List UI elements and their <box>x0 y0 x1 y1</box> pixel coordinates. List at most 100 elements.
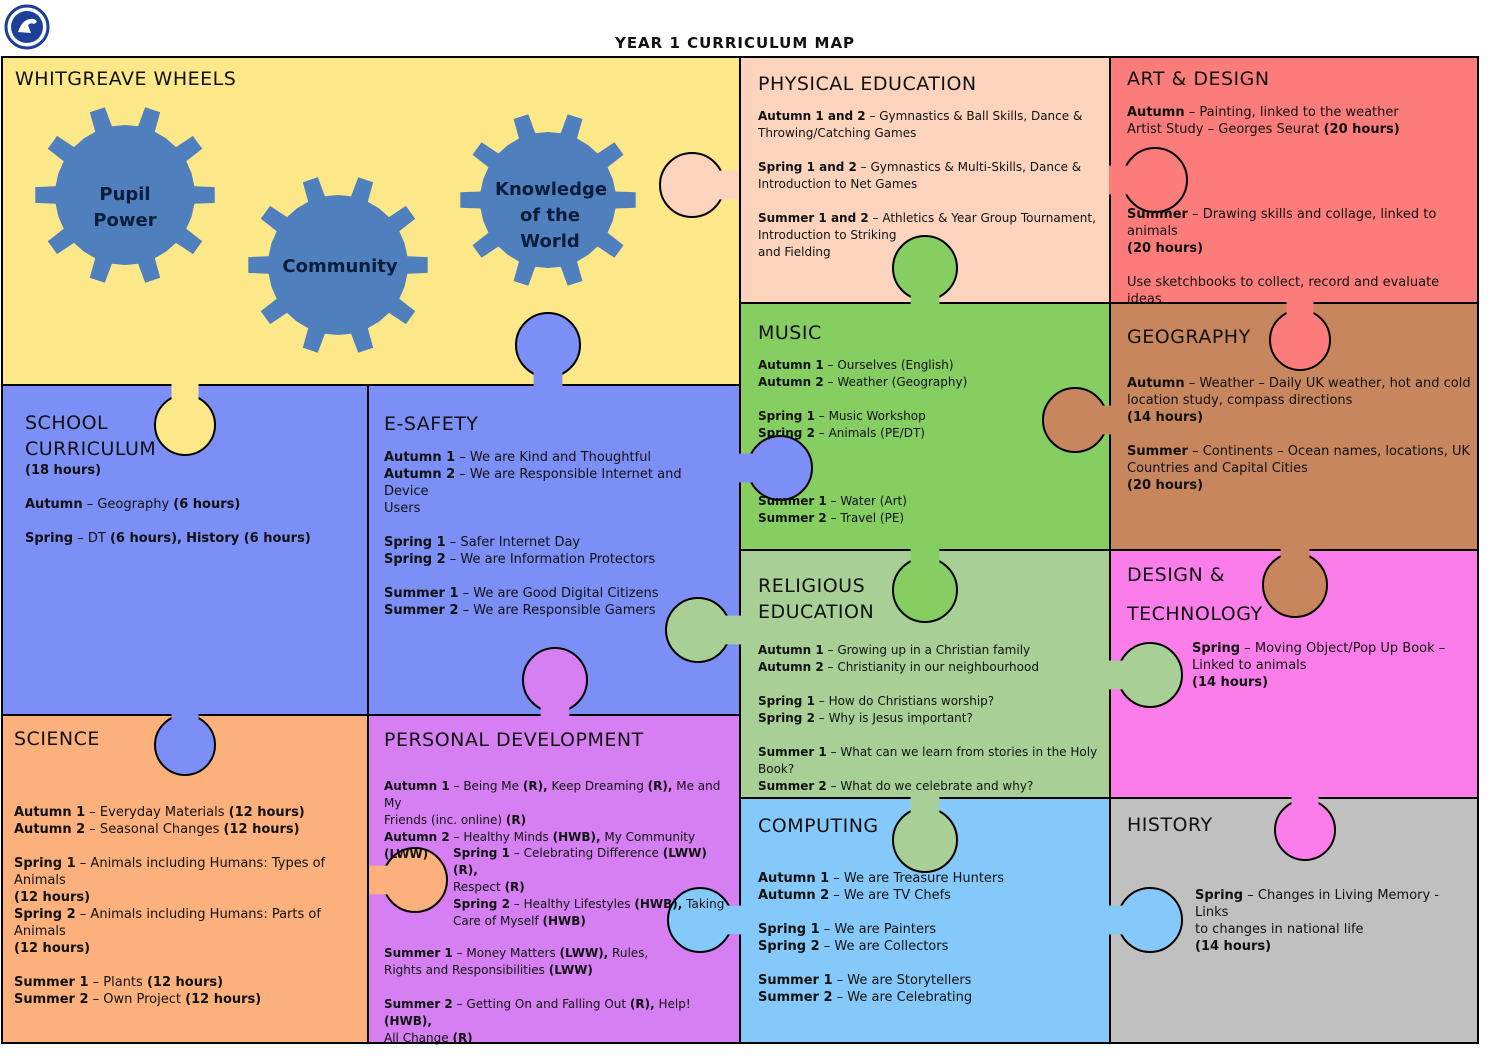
text-line: Summer 2 – We are Responsible Gamers <box>384 602 729 619</box>
puzzle-knob-neck <box>698 615 744 645</box>
bold-term: Summer <box>1127 207 1188 222</box>
text-line: (12 hours) <box>14 940 364 957</box>
page-title: YEAR 1 CURRICULUM MAP <box>614 34 856 52</box>
bold-term: (12 hours) <box>14 890 91 905</box>
bold-term: Spring 1 and 2 <box>758 160 857 174</box>
text-line: Users <box>384 500 729 517</box>
text-line: Summer 1 – Plants (12 hours) <box>14 974 364 991</box>
text-line: Countries and Capital Cities <box>1127 460 1472 477</box>
bold-term: History (6 hours) <box>186 531 311 546</box>
text-line: Autumn 2 – Weather (Geography) <box>758 374 1058 391</box>
text-line: Introduction to Net Games <box>758 176 1098 193</box>
text-line: Spring 2 – Animals including Humans: Par… <box>14 906 364 940</box>
puzzle-knob-neck <box>700 905 746 935</box>
text: – Animals including Humans: Parts of Ani… <box>14 907 321 939</box>
text: Linked to animals <box>1192 658 1307 673</box>
bold-term: Summer 1 <box>384 946 453 960</box>
geography-title: GEOGRAPHY <box>1127 326 1251 348</box>
text: – We are Responsible Internet and Device <box>384 467 682 499</box>
text-line: Autumn 2 – Healthy Minds (HWB), My Commu… <box>384 829 729 863</box>
puzzle-knob-neck <box>1104 905 1150 935</box>
pd-body-spring: Spring 1 – Celebrating Difference (LWW) … <box>453 845 733 930</box>
bold-term: Autumn 2 <box>14 822 86 837</box>
text-line: Summer 2 – Travel (PE) <box>758 510 1058 527</box>
bold-term: Summer 1 <box>384 586 459 601</box>
text: – Everyday Materials <box>85 805 229 820</box>
spacer <box>384 517 729 534</box>
text-line: Spring 2 – We are Collectors <box>758 938 1098 955</box>
text-line: Book? <box>758 761 1098 778</box>
text-line: Friends (inc. online) (R) <box>384 812 729 829</box>
bold-term: Summer 2 <box>758 511 827 525</box>
text-line: (14 hours) <box>1127 409 1472 426</box>
bold-term: Autumn 1 <box>758 358 824 372</box>
bold-term: Spring 2 <box>453 897 510 911</box>
text-line: Spring 2 – We are Information Protectors <box>384 551 729 568</box>
text-line: and Fielding <box>758 244 1098 261</box>
bold-term: Summer 2 <box>758 990 833 1005</box>
bold-term: Autumn 2 <box>384 467 456 482</box>
bold-term: (LWW), <box>559 946 609 960</box>
text-line: Summer 1 – Water (Art) <box>758 493 1058 510</box>
text-line: location study, compass directions <box>1127 392 1472 409</box>
music-title: MUSIC <box>758 322 822 344</box>
text: Introduction to Striking <box>758 228 897 242</box>
bold-term: Summer 1 <box>14 975 89 990</box>
text: – What do we celebrate and why? <box>826 779 1034 793</box>
puzzle-knob-neck <box>910 268 940 314</box>
bold-term: Autumn 1 <box>14 805 86 820</box>
bold-term: Summer 1 and 2 <box>758 211 869 225</box>
dt-body: Spring – Moving Object/Pop Up Book –Link… <box>1192 640 1472 691</box>
bold-term: Autumn 1 <box>758 871 830 886</box>
text-line: Autumn 2 – Christianity in our neighbour… <box>758 659 1098 676</box>
text-line: (12 hours) <box>14 889 364 906</box>
text-line: Summer 1 and 2 – Athletics & Year Group … <box>758 210 1098 227</box>
bold-term: Summer 1 <box>758 494 827 508</box>
bold-term: (LWW) <box>384 847 429 861</box>
art-body: Autumn – Painting, linked to the weather… <box>1127 104 1472 308</box>
bold-term: Autumn <box>25 497 83 512</box>
cog-icon <box>35 107 215 283</box>
school-curriculum-title: SCHOOL CURRICULUM <box>25 412 157 460</box>
spacer <box>758 904 1098 921</box>
puzzle-knob-neck <box>540 680 570 726</box>
text-line: to changes in national life <box>1195 921 1475 938</box>
text-line: Autumn 2 – We are TV Chefs <box>758 887 1098 904</box>
text: – Painting, linked to the weather <box>1184 105 1399 120</box>
bold-term: (R), <box>522 779 548 793</box>
spacer <box>14 838 364 855</box>
spacer <box>758 955 1098 972</box>
dt-title-1: DESIGN & <box>1127 564 1226 586</box>
text: Users <box>384 501 421 516</box>
text: – Changes in Living Memory - Links <box>1195 888 1440 920</box>
text: – Geography <box>82 497 174 512</box>
bold-term: (R) <box>452 1031 473 1045</box>
text: – Why is Jesus important? <box>814 711 973 725</box>
text-line: Summer 1 – Money Matters (LWW), Rules, <box>384 945 729 962</box>
puzzle-knob-neck <box>910 544 940 590</box>
bold-term: (20 hours) <box>1323 122 1400 137</box>
text: Use sketchbooks to collect, record and e… <box>1127 275 1440 307</box>
text-line: Introduction to Striking <box>758 227 1098 244</box>
text-line: Autumn 1 and 2 – Gymnastics & Ball Skill… <box>758 108 1098 125</box>
text-line: Spring – Moving Object/Pop Up Book – <box>1192 640 1472 657</box>
bold-term: (HWB), <box>384 1014 432 1028</box>
text-line: Summer 1 – What can we learn from storie… <box>758 744 1098 761</box>
text: – We are TV Chefs <box>829 888 951 903</box>
text-line: Summer 2 – What do we celebrate and why? <box>758 778 1098 795</box>
text-line: Autumn 1 – Growing up in a Christian fam… <box>758 642 1098 659</box>
art-title: ART & DESIGN <box>1127 68 1270 90</box>
spacer <box>1127 257 1472 274</box>
text-line: (14 hours) <box>1195 938 1475 955</box>
bold-term: Summer 2 <box>384 603 459 618</box>
text: Rules, <box>608 946 649 960</box>
text-line: Autumn 1 – Ourselves (English) <box>758 357 1058 374</box>
puzzle-knob-neck <box>1286 296 1314 340</box>
cog-label-community: Community <box>282 256 398 277</box>
text-line: Respect (R) <box>453 879 733 896</box>
text: Respect <box>453 880 505 894</box>
text: – We are Storytellers <box>832 973 972 988</box>
text-line: Spring 1 – Safer Internet Day <box>384 534 729 551</box>
